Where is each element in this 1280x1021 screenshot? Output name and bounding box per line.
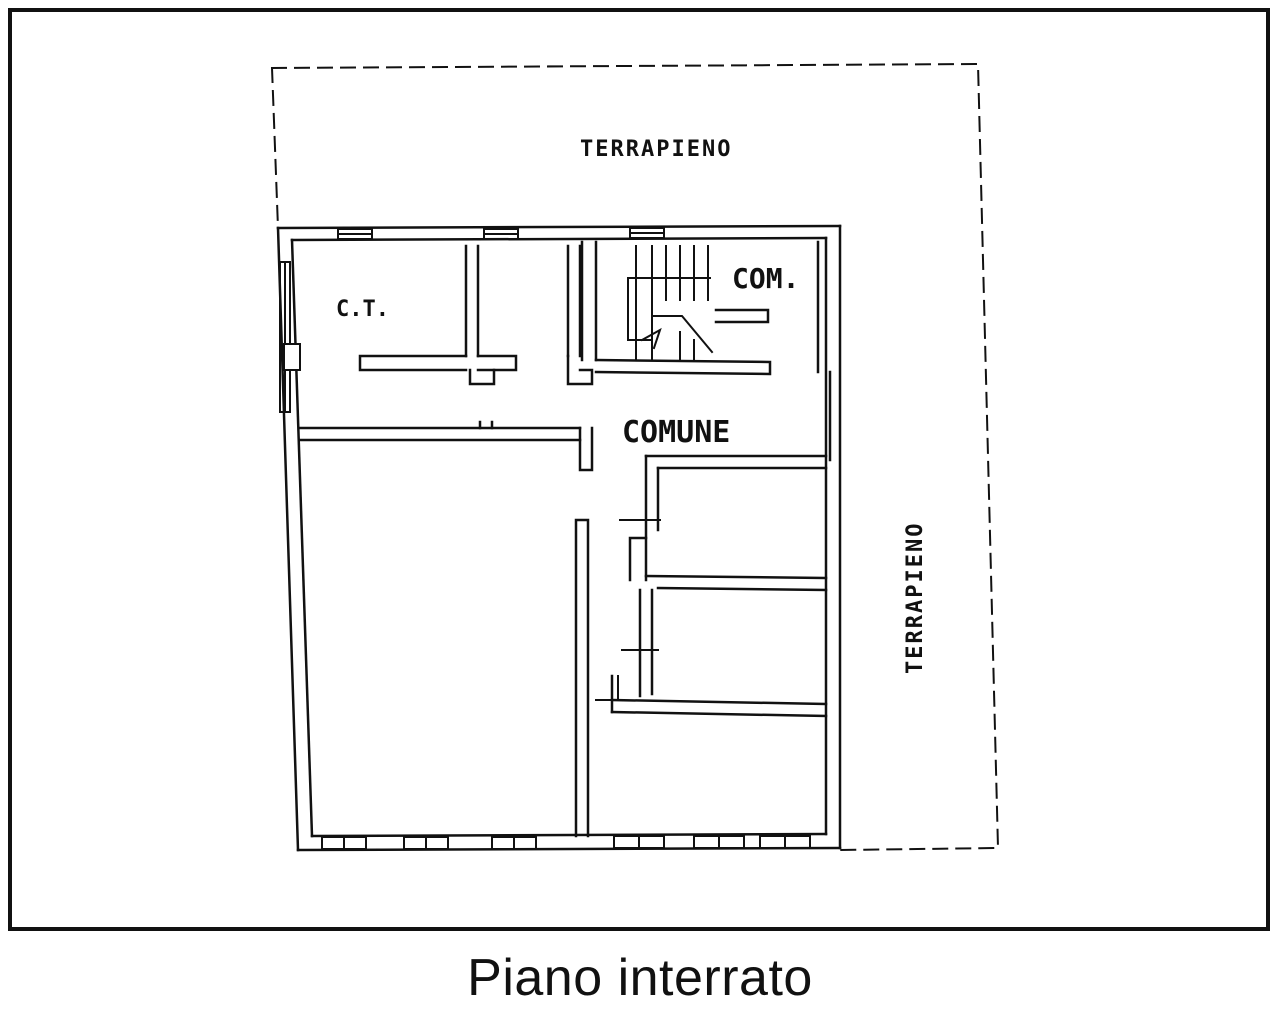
left-window xyxy=(279,261,301,413)
drawing-frame xyxy=(8,8,1270,931)
top-windows xyxy=(337,227,665,240)
door-marks xyxy=(595,519,661,701)
ct-room-label: C.T. xyxy=(336,297,389,322)
comune-label: COMUNE xyxy=(622,415,730,450)
interior-walls xyxy=(298,240,832,838)
floor-caption: Piano interrato xyxy=(467,949,813,1007)
floor-plan: TERRAPIENO C.T. COM. COMUNE TERRAPIENO xyxy=(270,62,1000,852)
com-label: COM. xyxy=(732,262,799,295)
bottom-windows xyxy=(321,835,811,850)
outer-walls xyxy=(276,224,842,852)
terrapieno-top-label: TERRAPIENO xyxy=(580,137,732,162)
terrapieno-boundary xyxy=(270,62,1000,852)
terrapieno-right-label: TERRAPIENO xyxy=(903,522,928,674)
staircase xyxy=(627,245,714,361)
